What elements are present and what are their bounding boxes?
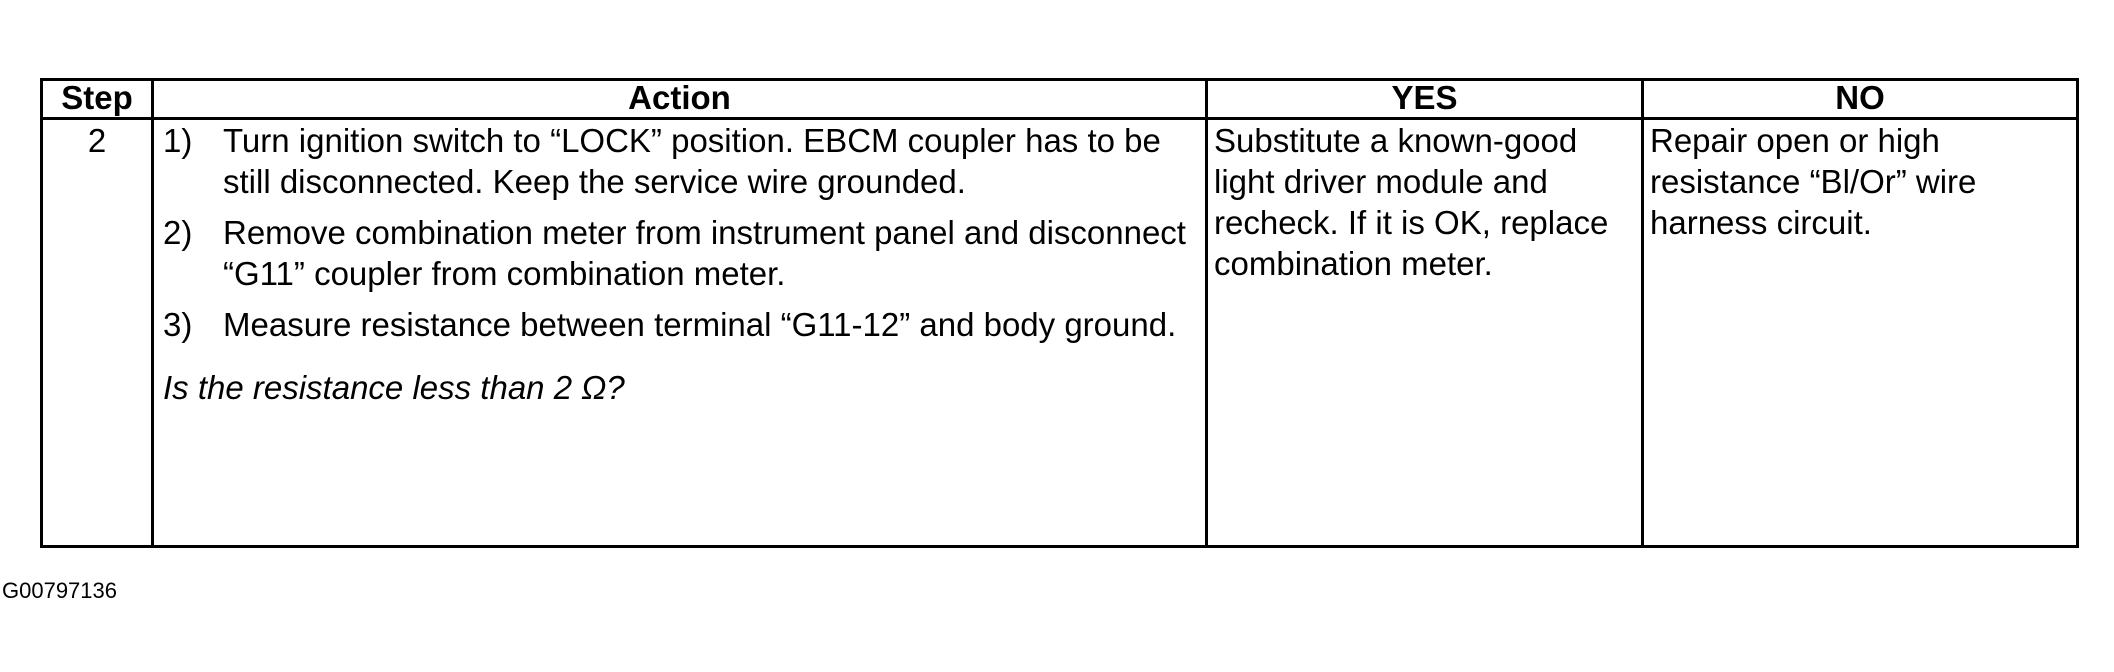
action-step: 2) Remove combination meter from instrum… [163,212,1195,294]
header-action: Action [151,78,1208,120]
header-no: NO [1641,78,2079,120]
action-question: Is the resistance less than 2 Ω? [163,369,625,406]
action-step-text: Measure resistance between terminal “G11… [223,306,1177,343]
figure-id: G00797136 [2,578,117,603]
header-step: Step [40,78,154,120]
action-step: 3) Measure resistance between terminal “… [163,304,1195,345]
action-step: 1) Turn ignition switch to “LOCK” positi… [163,120,1195,202]
table-row: 2 1) Turn ignition switch to “LOCK” posi… [40,117,2079,548]
action-step-list: 1) Turn ignition switch to “LOCK” positi… [163,120,1195,345]
action-step-number: 3) [163,306,193,343]
action-cell: 1) Turn ignition switch to “LOCK” positi… [151,117,1208,548]
no-result-cell: Repair open or high resistance “Bl/Or” w… [1641,117,2079,548]
diagnostic-table: Step Action YES NO 2 1) Turn ignition sw… [40,78,2079,548]
header-yes: YES [1205,78,1644,120]
action-step-text: Turn ignition switch to “LOCK” position.… [223,122,1161,200]
table-header-row: Step Action YES NO [40,78,2079,120]
step-number-cell: 2 [40,117,154,548]
action-step-number: 2) [163,214,193,251]
yes-result-cell: Substitute a known-good light driver mod… [1205,117,1644,548]
action-step-text: Remove combination meter from instrument… [223,214,1186,292]
action-step-number: 1) [163,122,193,159]
